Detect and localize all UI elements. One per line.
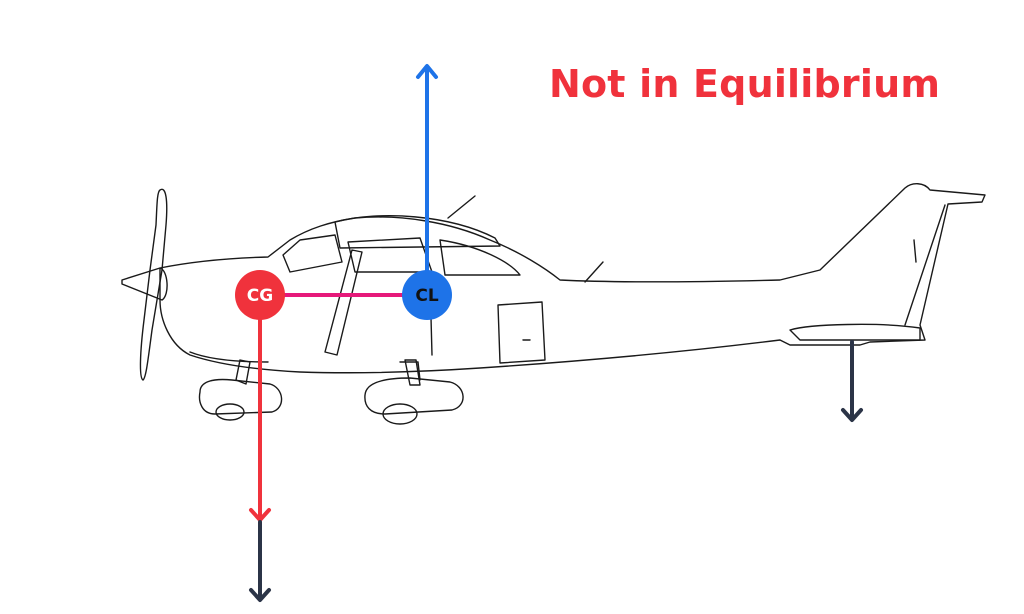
antenna (447, 195, 476, 219)
rudder (904, 204, 946, 326)
horizontal-stabilizer (789, 323, 921, 341)
tail-downforce-arrow (841, 340, 863, 422)
wing (334, 215, 501, 249)
cargo-door (497, 301, 546, 364)
main-wheel-fairing (364, 377, 464, 415)
cl-label: CL (415, 286, 438, 306)
cl-marker: CL (402, 270, 452, 320)
nose-wheel-fairing (198, 378, 283, 415)
nose-wheel (215, 403, 245, 421)
wing-strut (324, 249, 363, 356)
antenna-rear (584, 261, 604, 283)
net-force-arrow (249, 520, 271, 602)
cg-label: CG (247, 286, 273, 306)
main-wheel (382, 403, 418, 425)
cg-marker: CG (235, 270, 285, 320)
airplane-icon (121, 183, 986, 425)
fuselage (159, 183, 986, 374)
weight-arrow (249, 293, 271, 522)
diagram-title: Not in Equilibrium (549, 62, 941, 106)
lift-arrow (416, 64, 438, 297)
windshield (282, 234, 343, 273)
cabin-window-rear (439, 239, 521, 276)
propeller (139, 188, 168, 381)
main-gear (404, 359, 421, 386)
